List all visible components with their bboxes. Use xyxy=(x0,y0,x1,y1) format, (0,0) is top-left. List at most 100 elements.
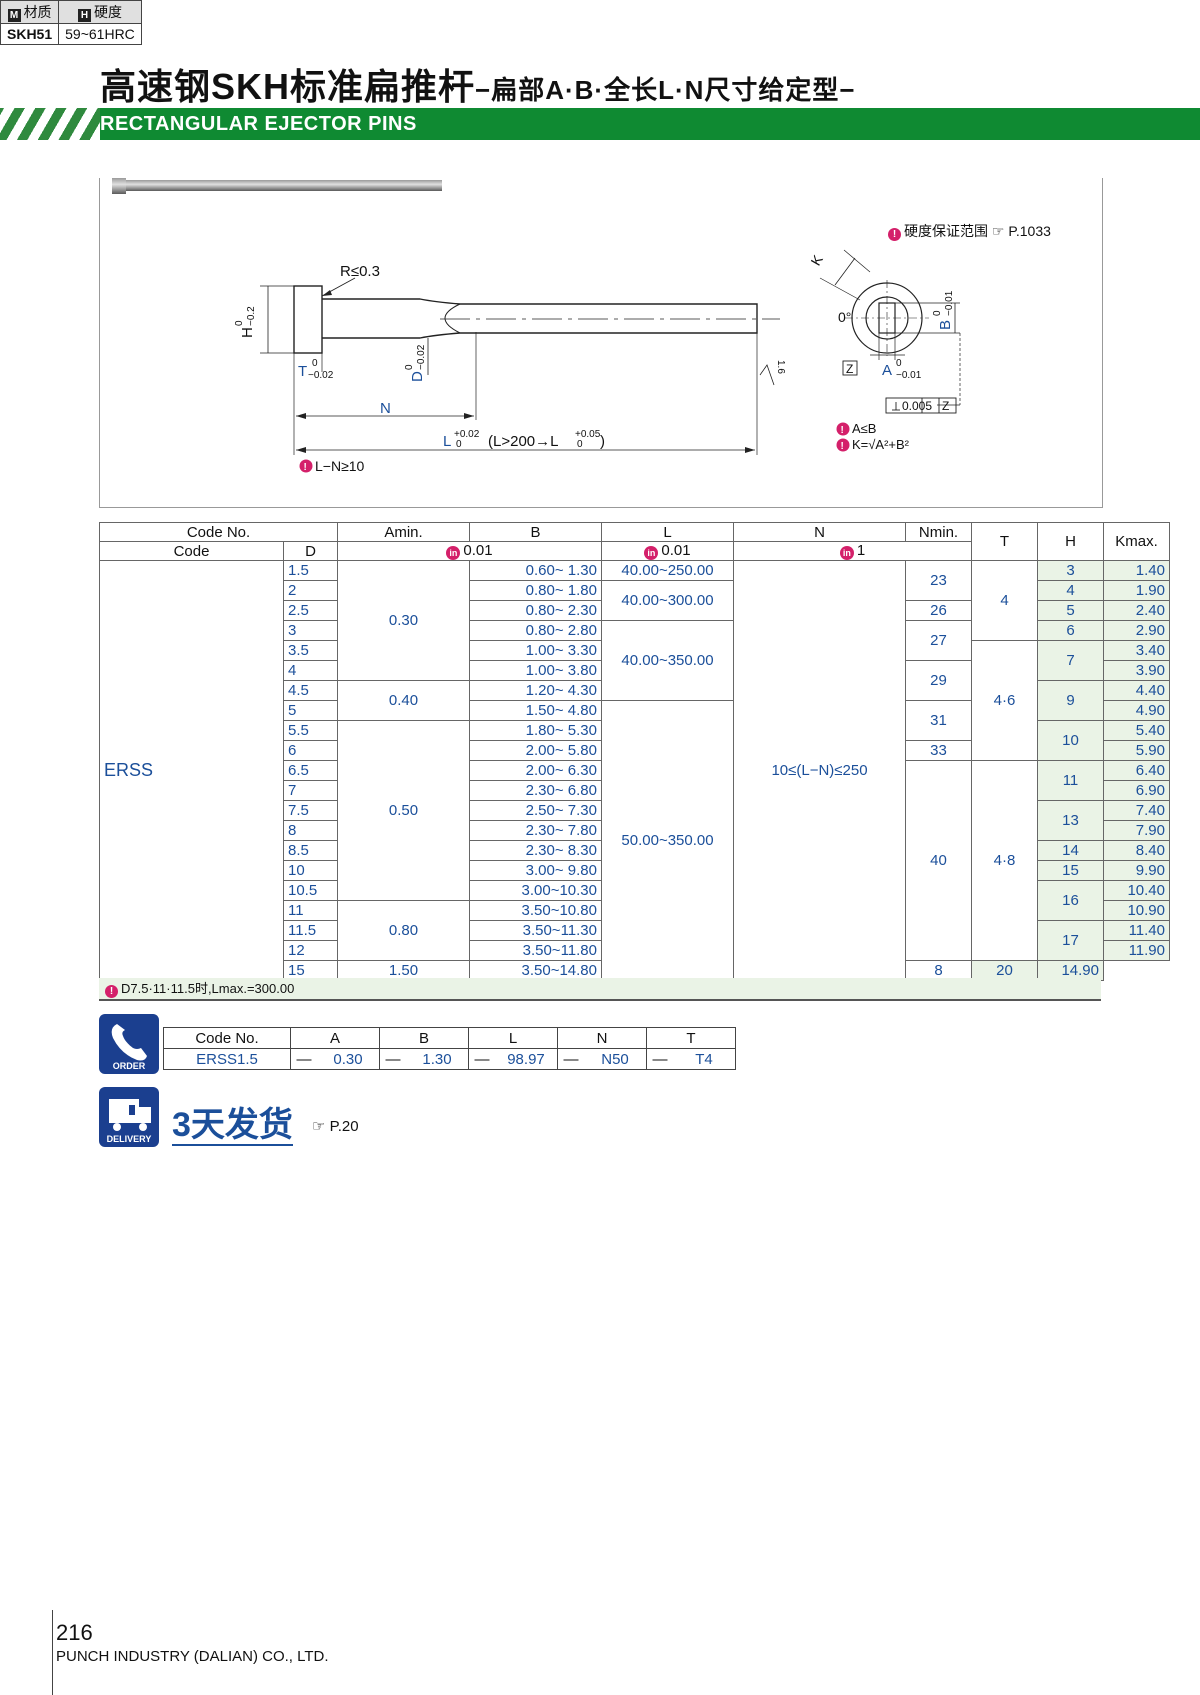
h-cell: 16 xyxy=(1037,880,1104,921)
header-l: L xyxy=(601,522,734,542)
page-number: 216 xyxy=(56,1620,93,1645)
order-header-b: B xyxy=(379,1027,469,1049)
header-kmax: Kmax. xyxy=(1103,522,1170,561)
kmax-cell: 8.40 xyxy=(1103,840,1170,861)
svg-text:B: B xyxy=(937,320,954,330)
a-tol-bot: −0.01 xyxy=(896,370,922,381)
table-row: 7 2.30~ 6.80 6.90 xyxy=(100,780,1170,801)
order-header-a: A xyxy=(290,1027,380,1049)
alert-icon xyxy=(836,438,850,452)
d-cell: 7.5 xyxy=(283,800,338,821)
kmax-cell: 7.40 xyxy=(1103,800,1170,821)
b-cell: 0.60~ 1.30 xyxy=(469,560,602,581)
delivery-days: 3天发货 xyxy=(172,1106,293,1146)
order-value-b: 1.30 xyxy=(406,1048,469,1070)
h-cell: 6 xyxy=(1037,620,1104,641)
hardness-h-icon: H xyxy=(77,9,91,22)
d-cell: 10 xyxy=(283,860,338,881)
kmax-cell: 4.40 xyxy=(1103,680,1170,701)
header-code: Code xyxy=(99,541,284,561)
kmax-cell: 9.90 xyxy=(1103,860,1170,881)
order-dash: — xyxy=(468,1048,495,1070)
order-value-t: T4 xyxy=(673,1048,736,1070)
b-cell: 2.50~ 7.30 xyxy=(469,800,602,821)
table-row: 4 1.00~ 3.80 29 3.90 xyxy=(100,660,1170,701)
amin-cell: 0.50 xyxy=(337,720,470,901)
order-header-t: T xyxy=(646,1027,736,1049)
page-title: 高速钢SKH标准扁推杆−扁部A·B·全长L·N尺寸给定型− xyxy=(100,66,856,107)
h-cell: 9 xyxy=(1037,680,1104,721)
table-row: ERSS 1.5 0.30 0.60~ 1.30 40.00~250.00 10… xyxy=(99,560,1170,981)
company-name: PUNCH INDUSTRY (DALIAN) CO., LTD. xyxy=(56,1648,329,1665)
order-value-n: N50 xyxy=(584,1048,647,1070)
delivery-truck-icon: DELIVERY xyxy=(99,1087,159,1147)
kmax-cell: 6.90 xyxy=(1103,780,1170,801)
h-cell: 15 xyxy=(1037,860,1104,881)
delivery-ref: ☞ P.20 xyxy=(312,1118,359,1135)
pin-photo xyxy=(112,178,442,194)
spec-table: Code No. Amin. B L N Nmin. T H Kmax. Cod… xyxy=(99,522,1170,981)
b-cell: 2.00~ 5.80 xyxy=(469,740,602,761)
b-cell: 0.80~ 2.80 xyxy=(469,620,602,641)
tolerance-icon: in xyxy=(644,546,659,560)
header-amin: Amin. xyxy=(337,522,470,542)
l-tol-top: +0.02 xyxy=(454,429,480,440)
svg-text:!: ! xyxy=(841,425,844,436)
l-condition: (L>200→L xyxy=(488,433,558,450)
h-cell: 10 xyxy=(1037,720,1104,761)
kmax-cell: 3.90 xyxy=(1103,660,1170,681)
table-row: 11.5 3.50~11.30 17 11.40 xyxy=(100,920,1170,961)
header-b: B xyxy=(469,522,602,542)
table-row: 5 1.50~ 4.80 50.00~350.00 31 4.90 xyxy=(100,700,1170,981)
kmax-cell: 2.90 xyxy=(1103,620,1170,641)
kmax-cell: 10.90 xyxy=(1103,900,1170,921)
header-t: T xyxy=(971,522,1038,561)
side-view xyxy=(260,277,780,455)
order-dash: — xyxy=(379,1048,406,1070)
b-cell: 3.50~11.80 xyxy=(469,940,602,961)
roughness-symbol: 1.6 xyxy=(759,360,786,386)
order-dash: — xyxy=(290,1048,317,1070)
b-cell: 0.80~ 2.30 xyxy=(469,600,602,621)
order-header-l: L xyxy=(468,1027,558,1049)
t-cell: 4·8 xyxy=(971,760,1038,961)
h-cell: 3 xyxy=(1037,560,1104,581)
svg-text:0: 0 xyxy=(932,310,943,316)
nmin-cell: 26 xyxy=(905,600,972,621)
kmax-cell: 1.90 xyxy=(1103,580,1170,601)
d-cell: 6.5 xyxy=(283,760,338,781)
hardness-value: 59~61HRC xyxy=(58,23,142,45)
t-tol-bot: −0.02 xyxy=(308,370,334,381)
table-row: 2 0.80~ 1.80 40.00~300.00 4 1.90 xyxy=(100,580,1170,621)
l-cond-tol-top: +0.05 xyxy=(575,429,601,440)
b-cell: 1.00~ 3.80 xyxy=(469,660,602,681)
kmax-cell: 5.90 xyxy=(1103,740,1170,761)
hand-pointer-icon: ☞ xyxy=(312,1118,326,1135)
d-cell: 3.5 xyxy=(283,640,338,661)
d-cell: 7 xyxy=(283,780,338,801)
header-green-bar: RECTANGULAR EJECTOR PINS xyxy=(100,108,1200,140)
h-cell: 7 xyxy=(1037,640,1104,681)
h-cell: 5 xyxy=(1037,600,1104,621)
code-erss: ERSS xyxy=(99,560,284,981)
b-cell: 3.50~11.30 xyxy=(469,920,602,941)
h-cell: 11 xyxy=(1037,760,1104,801)
figure-box xyxy=(99,178,1103,508)
table-row: 10.5 3.00~10.30 16 10.40 xyxy=(100,880,1170,921)
perpendicularity-value: 0.005 xyxy=(902,399,932,413)
svg-text:H: H xyxy=(239,327,256,338)
nmin-cell: 33 xyxy=(905,740,972,761)
english-subtitle: RECTANGULAR EJECTOR PINS xyxy=(100,113,417,135)
table-row: 6.5 2.00~ 6.30 40 4·8 11 6.40 xyxy=(100,760,1170,961)
t-tol-top: 0 xyxy=(312,358,318,369)
hand-pointer-icon: ☞ xyxy=(991,223,1005,239)
nmin-cell: 23 xyxy=(905,560,972,601)
alert-icon xyxy=(836,422,850,436)
b-cell: 1.20~ 4.30 xyxy=(469,680,602,701)
order-phone-icon: ORDER xyxy=(99,1014,159,1074)
b-cell: 1.80~ 5.30 xyxy=(469,720,602,741)
svg-text:!: ! xyxy=(841,441,844,452)
